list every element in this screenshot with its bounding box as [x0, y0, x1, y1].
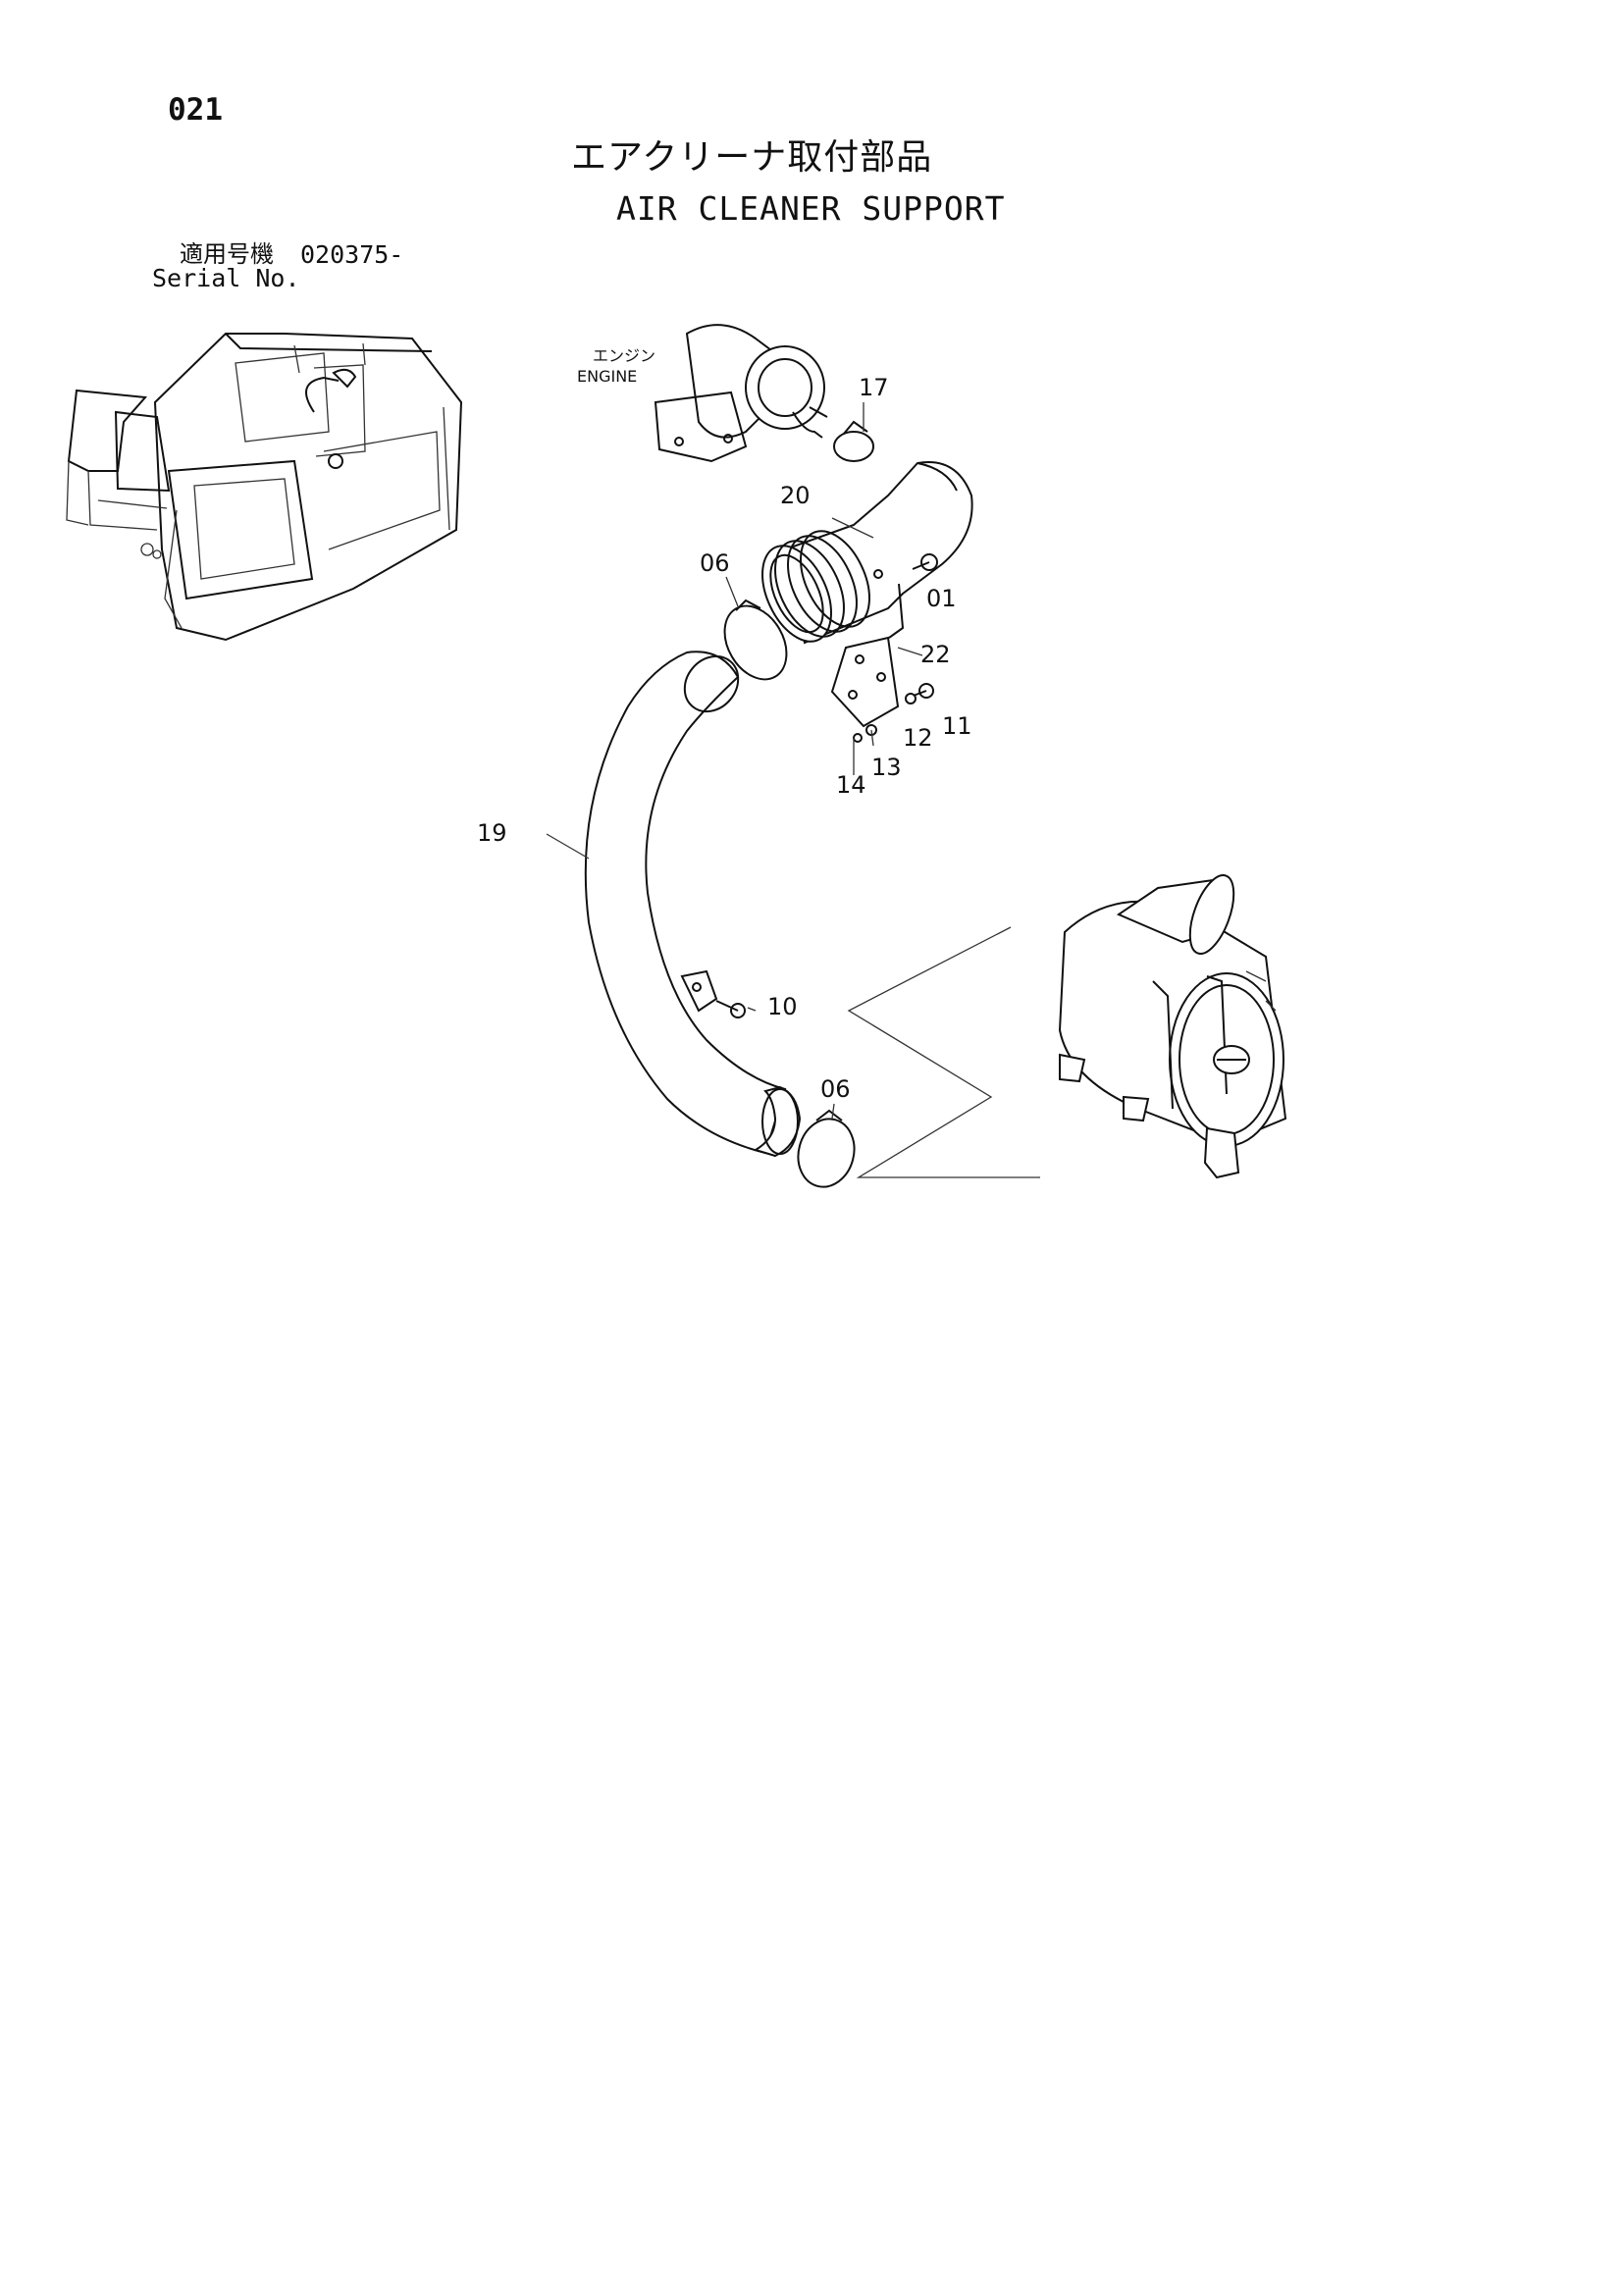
callout-10: 10: [767, 993, 798, 1020]
callout-13: 13: [871, 754, 902, 781]
excavator-overview-illustration: [66, 333, 463, 642]
air-cleaner-assembly: [1058, 874, 1287, 1179]
title-japanese: エアクリーナ取付部品: [571, 137, 933, 178]
callout-12: 12: [903, 724, 933, 752]
callout-01: 01: [926, 585, 957, 612]
part-06-clamp-upper: [723, 599, 788, 681]
part-20-elbow-hose: [761, 461, 973, 645]
callout-06-lower: 06: [820, 1075, 851, 1103]
callout-20: 20: [780, 482, 811, 509]
assembly-association-outline: [847, 926, 1040, 1178]
part-10-bolt: [715, 1000, 746, 1018]
part-06-clamp-lower: [797, 1109, 856, 1188]
part-01-bolt: [912, 553, 938, 571]
engine-label-english: ENGINE: [577, 367, 637, 386]
callout-leaders: [546, 402, 874, 1120]
callout-22: 22: [920, 641, 951, 668]
callout-11: 11: [942, 712, 972, 740]
title-english: AIR CLEANER SUPPORT: [616, 189, 1006, 228]
part-19-long-hose: [584, 651, 802, 1158]
page-number: 021: [168, 92, 223, 128]
serial-number-value: 020375-: [300, 240, 404, 269]
part-22-bracket: [830, 636, 923, 728]
engine-label-japanese: エンジン: [593, 346, 655, 365]
callout-17: 17: [859, 374, 889, 401]
callout-06-upper: 06: [700, 549, 730, 577]
serial-label-english: Serial No.: [152, 264, 300, 292]
part-11-14-fasteners: [853, 683, 934, 775]
serial-label-japanese: 適用号機: [180, 240, 274, 268]
callout-19: 19: [477, 819, 507, 847]
callout-14: 14: [836, 771, 866, 799]
engine-turbo-outlet: [654, 324, 828, 463]
part-17-clamp: [833, 420, 874, 462]
